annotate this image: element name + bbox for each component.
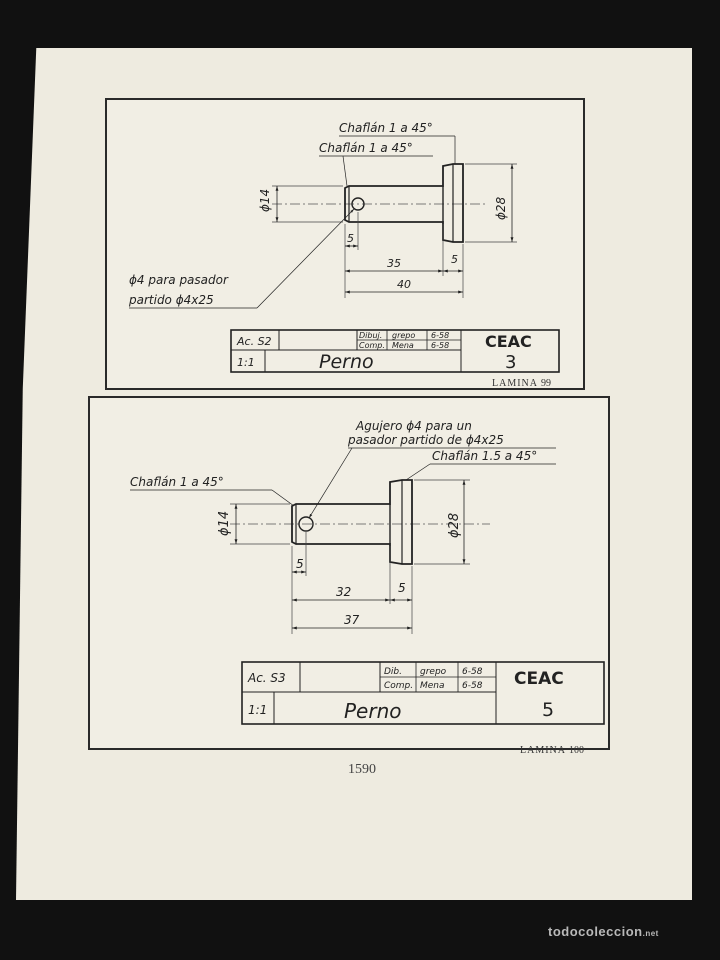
title-block-part-name: Perno: [319, 351, 374, 373]
technical-drawing-99: ϕ14 ϕ28 5 35 5 40 Chaflán 1 a 45° Chaflá…: [128, 121, 560, 373]
leader-line-hole: [256, 208, 355, 309]
label-hole-line2: pasador partido de ϕ4x25: [347, 433, 504, 447]
title-block-school: CEAC: [514, 669, 564, 689]
title-block-dibuj-date: 6-58: [462, 667, 483, 677]
title-block-code: Ac. S2: [236, 335, 272, 348]
title-block-comp-name: Mena: [392, 341, 414, 350]
title-block-comp-label: Comp.: [384, 681, 413, 691]
dim-37: 37: [344, 613, 360, 627]
label-chamfer-inner: Chaflán 1 a 45°: [319, 141, 413, 155]
watermark-tld: .net: [642, 929, 659, 938]
label-hole-line2: partido ϕ4x25: [128, 293, 214, 307]
title-block-comp-date: 6-58: [431, 341, 449, 350]
hole-circle: [298, 516, 314, 532]
dim-5-left: 5: [296, 557, 304, 571]
technical-drawing-100: ϕ14 ϕ28 5 32 5 37 Agujero ϕ4 para un pas…: [130, 419, 605, 725]
dim-32: 32: [336, 585, 351, 599]
title-block-dibuj-name: grepo: [420, 667, 447, 677]
title-block-dibuj-label: Dib.: [384, 667, 402, 677]
pin-outline: [291, 479, 413, 565]
dim-diameter-small: ϕ14: [258, 189, 272, 212]
dim-diameter-small: ϕ14: [217, 511, 232, 536]
dim-diameter-large: ϕ28: [494, 196, 508, 220]
page-number: 1590: [348, 762, 376, 777]
dim-5-right: 5: [451, 253, 458, 266]
title-block-comp-label: Comp.: [359, 341, 385, 350]
title-block-sheet-number: 3: [505, 352, 516, 373]
title-block-comp-date: 6-58: [462, 681, 483, 691]
title-block-comp-name: Mena: [420, 681, 445, 691]
title-block-code: Ac. S3: [247, 671, 286, 685]
hole-circle: [351, 197, 365, 211]
label-chamfer-right: Chaflán 1.5 a 45°: [432, 449, 537, 463]
title-block: [241, 661, 605, 725]
pin-outline: [344, 163, 464, 243]
label-hole-line1: Agujero ϕ4 para un: [355, 419, 472, 433]
plate-label-number: 100: [568, 745, 584, 756]
dim-5-left: 5: [347, 232, 354, 245]
label-chamfer-left: Chaflán 1 a 45°: [130, 475, 224, 489]
title-block-dibuj-label: Dibuj.: [359, 331, 382, 340]
title-block-dibuj-date: 6-58: [431, 331, 449, 340]
plate-label-number: 99: [540, 378, 551, 389]
dim-diameter-large: ϕ28: [447, 513, 462, 538]
plate-label-text: LAMINA: [492, 378, 538, 389]
dim-40: 40: [397, 278, 411, 291]
dim-35: 35: [387, 257, 401, 270]
dim-5-right: 5: [398, 581, 406, 595]
title-block-part-name: Perno: [344, 699, 402, 723]
title-block-school: CEAC: [485, 332, 532, 351]
watermark-logo: todocoleccion.net: [548, 924, 659, 939]
title-block-sheet-number: 5: [542, 699, 554, 721]
title-block-scale: 1:1: [248, 703, 267, 717]
title-block-scale: 1:1: [237, 356, 255, 369]
label-chamfer-outer: Chaflán 1 a 45°: [339, 121, 433, 135]
leader-line: [342, 155, 348, 187]
plate-label-text: LAMINA: [520, 745, 566, 756]
plate-label-100: LAMINA 100: [520, 745, 584, 756]
title-block-dibuj-name: grepo: [392, 331, 415, 340]
label-hole-line1: ϕ4 para pasador: [129, 273, 229, 287]
leader-line-hole: [308, 447, 353, 519]
leader-line: [405, 463, 431, 481]
plate-label-99: LAMINA 99: [492, 378, 551, 389]
drawing-plate-100: ϕ14 ϕ28 5 32 5 37 Agujero ϕ4 para un pas…: [88, 396, 610, 750]
title-block: [230, 329, 560, 373]
leader-line: [271, 489, 295, 507]
watermark-brand: todocoleccion: [548, 924, 643, 939]
drawing-plate-99: ϕ14 ϕ28 5 35 5 40 Chaflán 1 a 45° Chaflá…: [105, 98, 585, 390]
